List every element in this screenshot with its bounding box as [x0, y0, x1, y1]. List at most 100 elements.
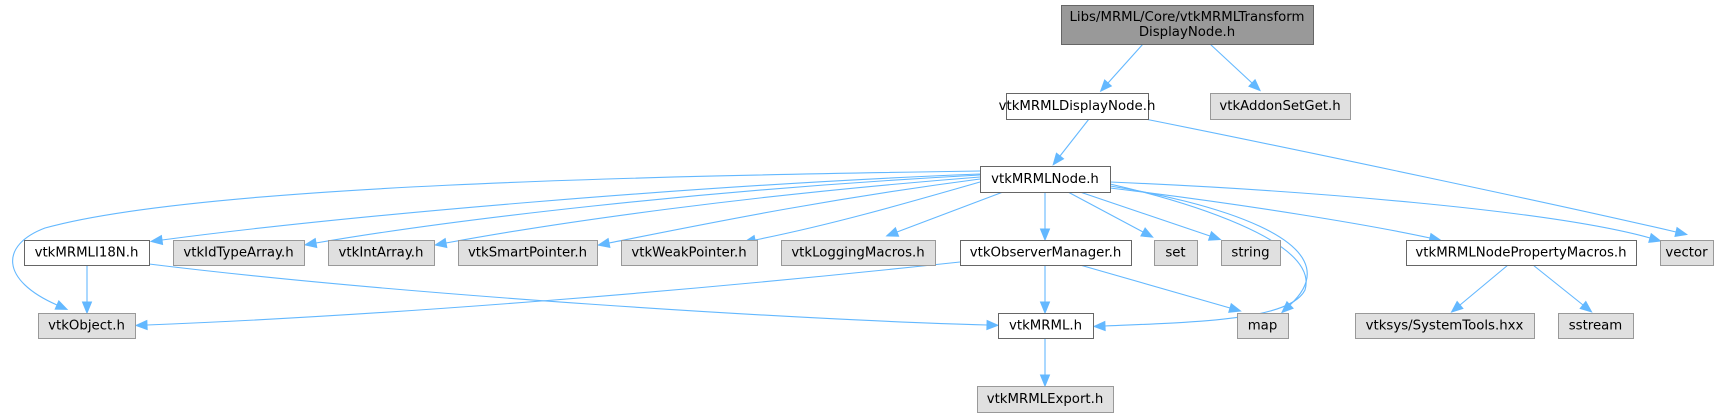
arrowhead-icon [596, 237, 611, 249]
edge-line [315, 174, 981, 244]
node-box [1154, 240, 1198, 266]
node-label: vtkMRMLNodePropertyMacros.h [1415, 246, 1626, 261]
edge-observermanager-to-object [134, 261, 961, 331]
node-label: vtkMRMLExport.h [987, 392, 1104, 407]
arrowhead-icon [1228, 302, 1242, 313]
node-box [173, 240, 305, 266]
arrowhead-icon [1579, 300, 1593, 313]
edge-line [1109, 187, 1431, 239]
node-label: string [1231, 246, 1269, 261]
arrowhead-icon [433, 237, 448, 249]
node-box[interactable] [1061, 5, 1314, 45]
edge-line [445, 176, 981, 244]
arrowhead-icon [1039, 301, 1051, 315]
edge-root-to-addonsetget [1209, 43, 1262, 92]
node-box [1355, 313, 1535, 339]
edge-observermanager-to-map [1079, 264, 1242, 313]
edge-line [1079, 264, 1231, 309]
node-i18n[interactable]: vtkMRMLI18N.h [24, 240, 150, 266]
edge-line [1107, 43, 1144, 84]
arrowhead-icon [1207, 230, 1222, 241]
edge-mrml-to-mrmlexport [1039, 338, 1051, 388]
arrowhead-icon [54, 299, 69, 310]
edge-mrmlnode-to-intarray [433, 176, 981, 249]
edge-mrmlnode-to-loggingmacros [885, 191, 1004, 237]
node-propertymacros[interactable]: vtkMRMLNodePropertyMacros.h [1406, 240, 1637, 266]
arrowhead-icon [1280, 300, 1294, 314]
node-observermanager[interactable]: vtkObserverManager.h [960, 240, 1132, 266]
arrowhead-icon [1039, 374, 1051, 388]
edge-line [148, 263, 988, 326]
edge-observermanager-to-mrml [1039, 265, 1051, 315]
node-box [1237, 313, 1289, 339]
node-box [1660, 240, 1714, 266]
node-box [458, 240, 598, 266]
edge-mrmlnode-to-set [1067, 191, 1154, 238]
edge-line [1059, 118, 1090, 157]
node-mrml[interactable]: vtkMRML.h [998, 313, 1094, 339]
edge-mrmlnode-to-mrml [1092, 183, 1307, 332]
node-box[interactable] [980, 166, 1111, 193]
edge-line [1532, 264, 1584, 306]
node-systemtools: vtksys/SystemTools.hxx [1355, 313, 1535, 339]
arrowhead-icon [986, 319, 1000, 331]
node-label: vtkIdTypeArray.h [183, 246, 293, 261]
node-label: vtksys/SystemTools.hxx [1366, 319, 1524, 334]
edge-line [1079, 191, 1211, 237]
node-box[interactable] [998, 313, 1094, 339]
node-box[interactable] [1406, 240, 1637, 266]
node-label: vtkWeakPointer.h [631, 246, 746, 261]
node-smartpointer: vtkSmartPointer.h [458, 240, 598, 266]
node-box [621, 240, 758, 266]
edge-line [1209, 43, 1253, 84]
edge-mrmlnode-to-i18n [149, 173, 981, 246]
edge-mrmlnode-to-string [1079, 191, 1222, 241]
arrowhead-icon [1052, 152, 1065, 166]
edge-line [1459, 264, 1509, 306]
node-label: vtkSmartPointer.h [468, 246, 587, 261]
node-string: string [1221, 240, 1281, 266]
arrowhead-icon [1140, 227, 1154, 238]
edge-mrmlnode-to-vector [1109, 181, 1662, 243]
node-box [1558, 313, 1634, 339]
edge-mrmlnode-to-object [12, 170, 981, 310]
node-label: vtkMRMLNode.h [991, 172, 1099, 187]
arrowhead-icon [1648, 232, 1662, 243]
edge-root-to-displaynode [1099, 43, 1144, 93]
node-mrmlexport: vtkMRMLExport.h [977, 386, 1114, 413]
arrowhead-icon [885, 226, 900, 237]
node-label: vtkMRML.h [1009, 319, 1082, 334]
node-label: vtkIntArray.h [339, 246, 424, 261]
edge-propertymacros-to-systemtools [1450, 264, 1509, 313]
arrowhead-icon [1450, 300, 1464, 313]
node-weakpointer: vtkWeakPointer.h [621, 240, 758, 266]
node-box[interactable] [960, 240, 1132, 266]
node-box [328, 240, 435, 266]
edge-line [896, 191, 1004, 233]
arrowhead-icon [1039, 228, 1051, 242]
edges-layer [12, 43, 1688, 388]
node-sstream: sstream [1558, 313, 1634, 339]
nodes-layer: Libs/MRML/Core/vtkMRMLTransformDisplayNo… [24, 5, 1714, 413]
node-label: DisplayNode.h [1139, 25, 1235, 40]
node-idtypearray: vtkIdTypeArray.h [173, 240, 305, 266]
node-root[interactable]: Libs/MRML/Core/vtkMRMLTransformDisplayNo… [1061, 5, 1314, 45]
edge-mrmlnode-to-idtypearray [303, 174, 981, 249]
node-box [1210, 93, 1351, 120]
edge-line [161, 173, 981, 241]
edge-mrmlnode-to-weakpointer [742, 181, 981, 246]
node-label: vector [1665, 246, 1708, 261]
node-intarray: vtkIntArray.h [328, 240, 435, 266]
node-label: vtkMRMLI18N.h [35, 246, 139, 261]
node-label: vtkObject.h [48, 319, 125, 334]
node-box[interactable] [1006, 93, 1149, 120]
node-label: Libs/MRML/Core/vtkMRMLTransform [1070, 10, 1305, 25]
arrowhead-icon [303, 237, 318, 249]
node-map: map [1237, 313, 1289, 339]
node-mrmlnode[interactable]: vtkMRMLNode.h [980, 166, 1111, 193]
node-box[interactable] [24, 240, 150, 266]
node-displaynode[interactable]: vtkMRMLDisplayNode.h [999, 93, 1156, 120]
arrowhead-icon [1099, 79, 1113, 93]
node-label: sstream [1569, 319, 1623, 334]
